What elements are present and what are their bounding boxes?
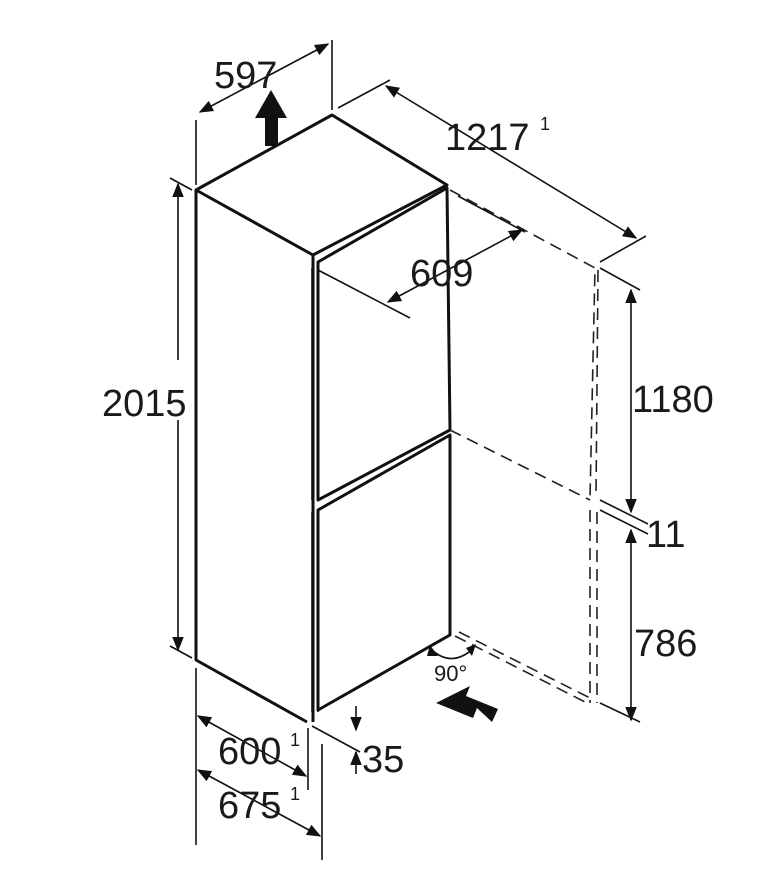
dimension-plinth: 35 (311, 706, 404, 781)
dimension-lower-door-label: 786 (634, 623, 697, 665)
dimension-depth-with-handle: 675 1 (196, 744, 323, 860)
door-angle-label: 90° (434, 661, 467, 686)
dimension-right-stack: 1180 11 786 (599, 267, 714, 723)
upper-door (311, 186, 452, 502)
dimension-door-open-depth-note: 1 (540, 114, 550, 134)
dimension-door-depth: 609 (317, 195, 526, 319)
dimension-height: 2015 (102, 177, 193, 659)
dimension-door-open-depth: 1217 1 (337, 79, 647, 263)
dimension-door-depth-label: 609 (410, 253, 473, 295)
dimension-width-label: 597 (214, 55, 277, 97)
dimension-depth-label: 600 (218, 731, 281, 773)
dimension-depth-with-handle-label: 675 (218, 785, 281, 827)
dimension-depth: 600 1 (195, 668, 309, 845)
dimension-depth-with-handle-note: 1 (290, 784, 300, 804)
dimension-width: 597 (195, 40, 333, 185)
dimension-depth-note: 1 (290, 730, 300, 750)
lower-door (311, 433, 452, 712)
appliance-outline (194, 113, 449, 724)
door-angle: 90° (427, 644, 476, 686)
dimension-door-open-depth-label: 1217 (445, 117, 530, 159)
open-door-outline (449, 189, 599, 704)
arrow-up-icon (255, 90, 287, 146)
arrow-left-icon (436, 686, 498, 722)
dimension-gap-label: 11 (646, 514, 685, 556)
dimension-upper-door-label: 1180 (632, 379, 714, 421)
dimension-plinth-label: 35 (362, 739, 404, 781)
dimension-height-label: 2015 (102, 383, 187, 425)
